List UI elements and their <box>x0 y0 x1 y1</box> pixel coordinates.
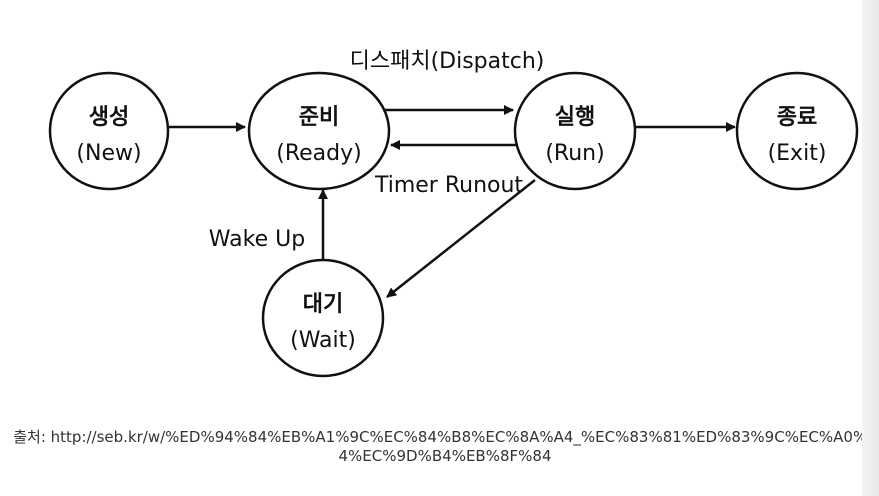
state-ready: 준비 (Ready) <box>247 71 391 191</box>
state-ready-korean-label: 준비 <box>299 105 339 130</box>
state-new-english-label: (New) <box>76 141 141 166</box>
process-state-diagram: 생성 (New) 준비 (Ready) 실행 (Run) 종료 (Exit) 대… <box>48 49 859 378</box>
state-run-korean-label: 실행 <box>555 105 595 130</box>
state-wait: 대기 (Wait) <box>261 258 385 378</box>
timer-runout-label: Timer Runout <box>374 173 523 198</box>
state-new-korean-label: 생성 <box>89 105 129 130</box>
state-exit: 종료 (Exit) <box>735 71 859 191</box>
state-run: 실행 (Run) <box>513 71 637 191</box>
arrow-run-to-wait <box>386 179 536 298</box>
wake-up-label: Wake Up <box>209 227 305 252</box>
source-label: 출처: <box>13 428 46 446</box>
state-exit-korean-label: 종료 <box>777 105 817 130</box>
scrollbar-track[interactable] <box>862 0 879 496</box>
state-wait-english-label: (Wait) <box>290 328 356 353</box>
dispatch-label: 디스패치(Dispatch) <box>350 49 545 74</box>
state-ready-english-label: (Ready) <box>276 141 361 166</box>
source-caption: 출처: http://seb.kr/w/%ED%94%84%EB%A1%9C%E… <box>10 428 879 466</box>
state-exit-english-label: (Exit) <box>768 141 827 166</box>
state-new: 생성 (New) <box>48 71 170 191</box>
state-run-english-label: (Run) <box>545 141 604 166</box>
source-url-link[interactable]: http://seb.kr/w/%ED%94%84%EB%A1%9C%EC%84… <box>50 428 877 465</box>
state-wait-korean-label: 대기 <box>303 292 343 317</box>
